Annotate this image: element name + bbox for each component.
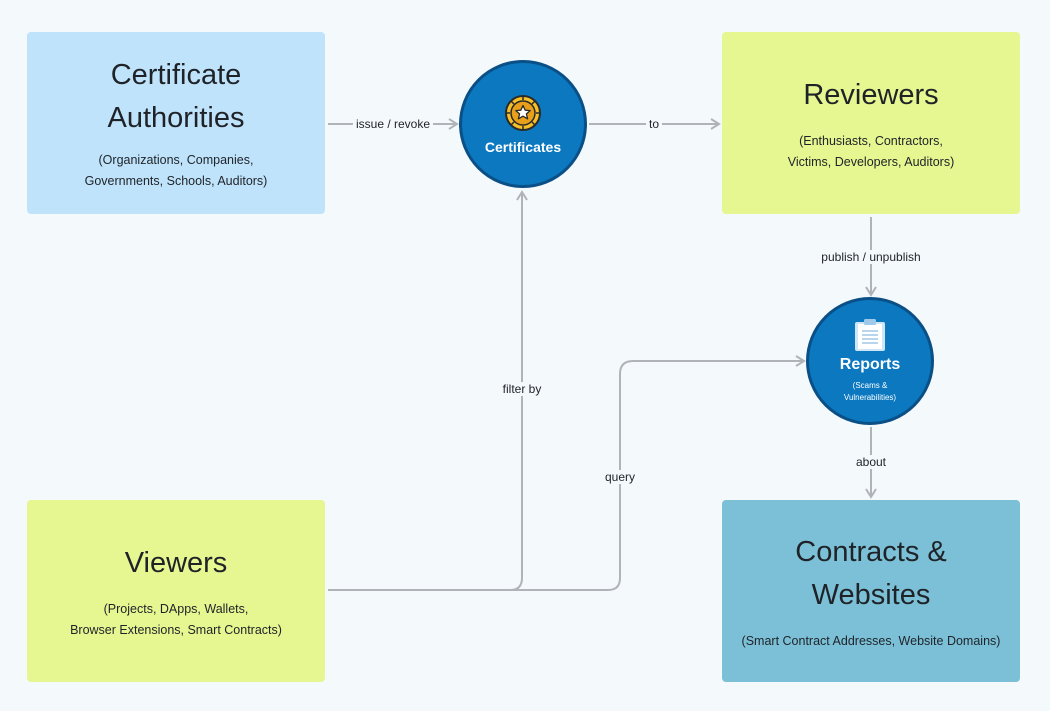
certificate-authorities-subtitle: (Organizations, Companies, Governments, … — [84, 153, 268, 188]
viewers-subtitle: (Projects, DApps, Wallets, Browser Exten… — [70, 601, 282, 637]
reports-node: Reports (Scams & Vulnerabilities) — [806, 297, 934, 425]
reports-subtitle: (Scams & Vulnerabilities) — [843, 381, 897, 402]
certificate-authorities-node: Certificate Authorities (Organizations, … — [27, 32, 325, 214]
edge-label-filter-by: filter by — [499, 382, 545, 396]
edge-label-to: to — [645, 117, 663, 131]
edge-label-publish-unpublish: publish / unpublish — [818, 250, 924, 264]
contracts-websites-node: Contracts & Websites (Smart Contract Add… — [722, 500, 1020, 682]
reports-label: Reports — [839, 356, 901, 373]
certificates-node: Certificates — [459, 60, 587, 188]
reviewers-node: Reviewers (Enthusiasts, Contractors, Vic… — [722, 32, 1020, 214]
edge-label-about: about — [852, 455, 890, 469]
certificate-authorities-title: Certificate Authorities — [107, 59, 245, 134]
viewers-title: Viewers — [124, 546, 228, 579]
medal-star-icon — [505, 95, 541, 131]
edge-label-query: query — [601, 470, 639, 484]
edge-filter-by — [328, 190, 528, 591]
certificates-label: Certificates — [484, 139, 562, 155]
reviewers-subtitle: (Enthusiasts, Contractors, Victims, Deve… — [787, 133, 955, 169]
contracts-websites-subtitle: (Smart Contract Addresses, Website Domai… — [741, 633, 1001, 648]
clipboard-icon — [855, 319, 885, 351]
contracts-websites-title: Contracts & Websites — [795, 535, 947, 611]
edge-label-issue-revoke: issue / revoke — [352, 117, 434, 131]
viewers-node: Viewers (Projects, DApps, Wallets, Brows… — [27, 500, 325, 682]
reviewers-title: Reviewers — [803, 78, 939, 111]
